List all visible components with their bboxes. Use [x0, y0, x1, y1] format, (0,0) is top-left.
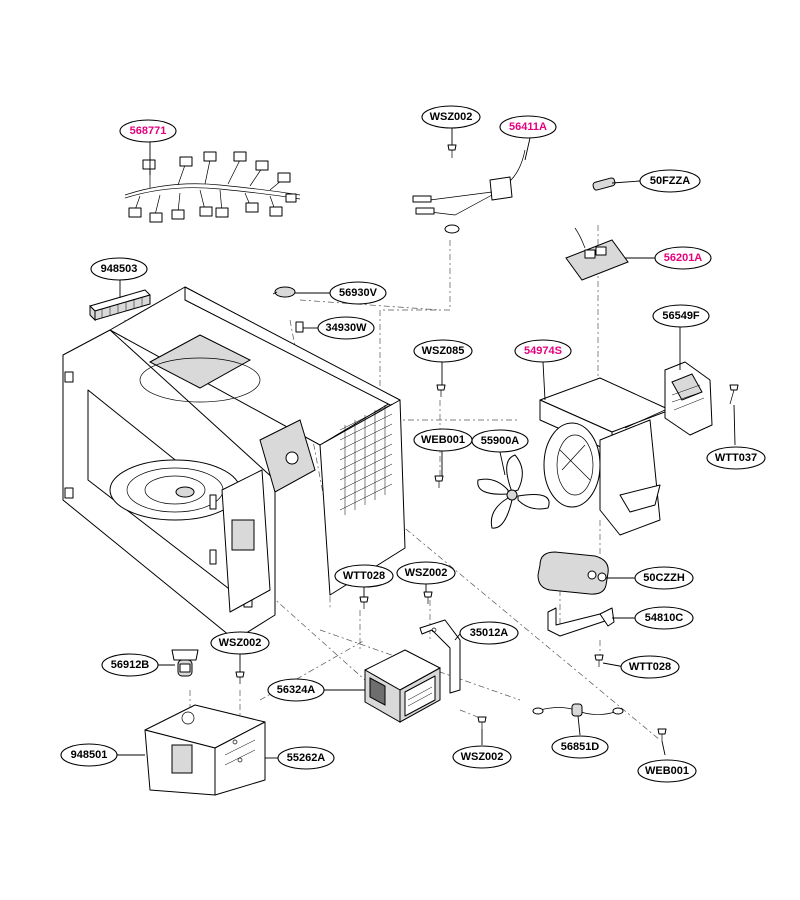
screw-wsz085 — [436, 384, 446, 397]
label-56851D: 56851D — [561, 741, 600, 753]
label-ovals — [60, 105, 766, 783]
label-54974S: 54974S — [524, 345, 562, 357]
block-948503-drawing — [89, 289, 151, 322]
label-948501: 948501 — [71, 749, 108, 761]
fan-motor-56549F-drawing — [624, 361, 713, 436]
label-web001-mid: WEB001 — [421, 434, 465, 446]
label-56549F: 56549F — [662, 310, 700, 322]
fuse-50FZZA-drawing — [592, 177, 616, 191]
wire-harness-drawing — [124, 151, 301, 223]
label-948503: 948503 — [101, 263, 138, 275]
screw-wsz002-left — [235, 671, 245, 684]
label-wsz085: WSZ085 — [422, 345, 465, 357]
label-55262A: 55262A — [287, 752, 326, 764]
bracket-35012A-drawing — [419, 619, 461, 694]
label-wsz002-top: WSZ002 — [430, 111, 473, 123]
screw-web001-mid — [434, 475, 444, 488]
label-56324A: 56324A — [277, 684, 316, 696]
screw-wtt037 — [729, 384, 739, 405]
label-56411A: 56411A — [509, 121, 547, 133]
label-wtt037: WTT037 — [715, 452, 757, 464]
screw-wsz002-top — [447, 144, 457, 158]
thermostat-56930V-drawing — [272, 286, 296, 298]
label-54810C: 54810C — [645, 612, 684, 624]
label-wtt028-right: WTT028 — [629, 661, 671, 673]
label-56930V: 56930V — [339, 287, 378, 299]
capacitor-50CZZH-drawing — [537, 551, 609, 595]
label-web001-bottom: WEB001 — [645, 765, 689, 777]
cord-56411A-drawing — [412, 149, 526, 234]
transformer-56324A-drawing — [364, 649, 441, 723]
fan-blade-55900A-drawing — [477, 454, 550, 529]
label-50CZZH: 50CZZH — [643, 572, 685, 584]
label-50FZZA: 50FZZA — [650, 175, 690, 187]
label-wtt028-left: WTT028 — [343, 570, 385, 582]
duct-54974S-drawing — [539, 377, 671, 536]
screw-wsz002-mid — [423, 591, 433, 604]
screw-wtt028-right — [594, 654, 604, 667]
screw-web001-bottom — [657, 728, 667, 741]
label-35012A: 35012A — [470, 627, 509, 639]
part-labels: 568771 WSZ002 56411A 50FZZA 56201A 94850… — [71, 111, 757, 777]
label-55900A: 55900A — [481, 435, 520, 447]
fitting-34930W-drawing — [295, 321, 304, 333]
screw-wsz002-bottom — [477, 716, 487, 729]
label-34930W: 34930W — [326, 322, 368, 334]
circuit-board-56201A-drawing — [565, 227, 629, 281]
screw-wtt028-left — [359, 596, 369, 609]
fuse-holder-56912B-drawing — [171, 649, 199, 677]
label-wsz002-mid: WSZ002 — [405, 567, 448, 579]
oven-cavity-drawing — [62, 286, 406, 641]
wire-56851D-drawing — [532, 703, 624, 717]
label-wsz002-bottom: WSZ002 — [461, 751, 504, 763]
leader-lines — [115, 128, 736, 759]
label-wsz002-left: WSZ002 — [219, 637, 262, 649]
bracket-54810C-drawing — [547, 607, 615, 637]
label-568771: 568771 — [130, 125, 167, 137]
label-56201A: 56201A — [664, 252, 703, 264]
label-56912B: 56912B — [111, 659, 150, 671]
base-box-948501-drawing — [144, 704, 266, 796]
